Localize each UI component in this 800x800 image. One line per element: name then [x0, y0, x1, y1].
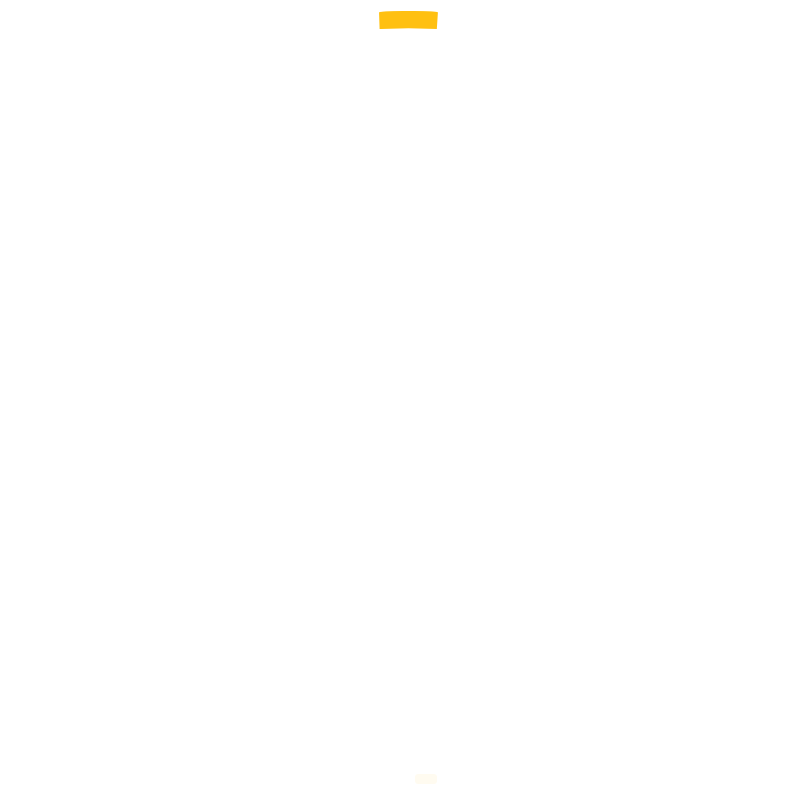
faint-mark — [415, 774, 437, 784]
loading-spinner-icon — [379, 11, 438, 29]
